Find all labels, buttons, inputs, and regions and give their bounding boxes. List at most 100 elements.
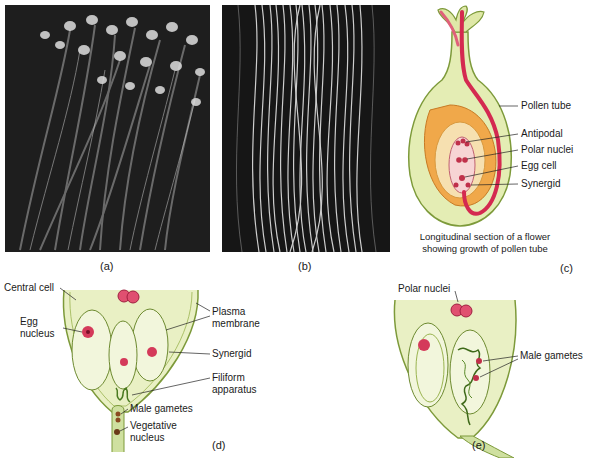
micrograph-b-part-part (281, 5, 287, 252)
part-label: Male gametes (520, 350, 583, 362)
part-label-slot: Pollen tube (521, 100, 571, 112)
micrograph-b-part-part (288, 5, 294, 252)
embryo-sac-d-part (114, 429, 120, 435)
embryo-sac-d-part-part (169, 352, 210, 354)
micrograph-b-part-part (343, 5, 349, 252)
micrograph-b-part-part (313, 5, 319, 252)
embryo-sac-e-part-part (483, 356, 518, 361)
flower-section-part-part (459, 175, 465, 181)
micrograph-a-part-part (100, 28, 135, 250)
embryo-sac-d-part (127, 291, 139, 303)
embryo-sac-e-part-part (480, 359, 518, 377)
flower-section-part-part (462, 157, 468, 163)
micrograph-b-part-part (236, 5, 242, 252)
embryo-sac-d-part (63, 290, 198, 412)
micrograph-a-part-part (64, 21, 76, 31)
embryo-sac-d-part-part (196, 303, 210, 311)
embryo-sac-d-part (147, 347, 157, 357)
micrograph-a-part-part (80, 35, 115, 250)
micrograph-a-part-part (130, 70, 175, 250)
embryo-sac-d-part (72, 310, 112, 390)
micrograph-b-part-part (370, 5, 376, 252)
micrograph-b-part (253, 5, 362, 252)
micrograph-a-part-part (165, 75, 200, 250)
part-label-slot: Male gametes (520, 350, 583, 362)
embryo-sac-d-part (109, 321, 137, 389)
micrograph-a-part-part (155, 86, 165, 94)
embryo-sac-e-part (473, 375, 479, 381)
part-label-slot: Vegetative nucleus (130, 420, 188, 444)
flower-section-part-part (461, 139, 466, 144)
part-label: Synergid (212, 348, 251, 360)
micrograph-a-part-part (55, 41, 65, 49)
flower-section-part (454, 139, 471, 188)
micrograph-b-part (222, 5, 390, 252)
embryo-sac-d-part (63, 290, 198, 412)
embryo-sac-e-part (408, 323, 448, 407)
embryo-sac-e-part (394, 300, 515, 438)
micrograph-a-part (20, 25, 200, 250)
micrograph-b-part (236, 5, 376, 252)
embryo-sac-d-part (116, 388, 130, 402)
micrograph-a-part-part (191, 98, 201, 106)
flower-section-part-part (466, 134, 518, 142)
embryo-sac-d-part (120, 358, 128, 366)
embryo-sac-d-part-part (63, 328, 82, 332)
part-label: Filiform apparatus (212, 372, 268, 396)
part-label-slot: Synergid (521, 178, 560, 190)
micrograph-a-part-part (97, 76, 107, 84)
flower-section-part-part (456, 157, 462, 163)
micrograph-b-part-part (335, 5, 341, 252)
embryo-sac-e-part (460, 305, 472, 317)
flower-section (409, 6, 518, 226)
embryo-sac-e (394, 291, 518, 458)
embryo-sac-d-part-part (121, 409, 128, 414)
micrograph-a-part-part (186, 35, 198, 45)
part-label: Polar nuclei (398, 283, 450, 295)
micrograph-b-part-part (307, 5, 313, 252)
embryo-sac-e-part (462, 360, 472, 398)
part-label: Pollen tube (521, 100, 571, 112)
micrograph-b-part-part (300, 5, 306, 252)
micrograph-a-part-part (68, 70, 105, 250)
part-label-slot: Egg cell (521, 160, 557, 172)
embryo-sac-d-part-part (132, 378, 210, 395)
flower-section-part (449, 137, 475, 193)
flower-section-part-part (471, 184, 518, 185)
panel-label-slot: (a) (100, 260, 113, 272)
micrograph-a-part-part (140, 57, 152, 67)
panel-label: (d) (212, 439, 225, 451)
figure-caption-slot: Longitudinal section of a flower showing… (405, 231, 565, 255)
part-label-slot: Synergid (212, 348, 251, 360)
micrograph-a-part-part (90, 65, 150, 250)
embryo-sac-d-part (60, 288, 210, 431)
part-label: Central cell (4, 282, 54, 294)
micrograph-a-part-part (195, 68, 205, 76)
flower-section-part-part (454, 183, 459, 188)
panel-label-slot: (d) (212, 439, 225, 451)
micrograph-a-part-part (125, 82, 135, 90)
embryo-sac-d-part (82, 326, 94, 338)
panel-label-slot: (b) (298, 260, 311, 272)
micrograph-a-part-part (170, 61, 182, 71)
part-label: Egg cell (521, 160, 557, 172)
embryo-sac-e-part (455, 291, 518, 377)
embryo-sac-d-part (86, 330, 90, 334)
part-label-slot: Male gametes (130, 403, 193, 415)
embryo-sac-d-part (132, 309, 168, 381)
embryo-sac-d-part (116, 412, 121, 417)
micrograph-a-part-part (155, 100, 195, 250)
embryo-sac-d-part-part (120, 427, 128, 431)
part-label-slot: Egg nucleus (20, 316, 62, 340)
panel-label-slot: (c) (560, 262, 573, 274)
micrograph-a-part-part (86, 15, 98, 25)
part-label-slot: Filiform apparatus (212, 372, 268, 396)
micrograph-b-part-part (312, 5, 322, 252)
micrograph-a-part-part (114, 51, 126, 61)
panel-label: (c) (560, 262, 573, 274)
embryo-sac-e-part-part (455, 291, 458, 302)
part-label-slot: Antipodal (521, 128, 563, 140)
panel-label: (b) (298, 260, 311, 272)
micrograph-a-part-part (40, 60, 120, 250)
